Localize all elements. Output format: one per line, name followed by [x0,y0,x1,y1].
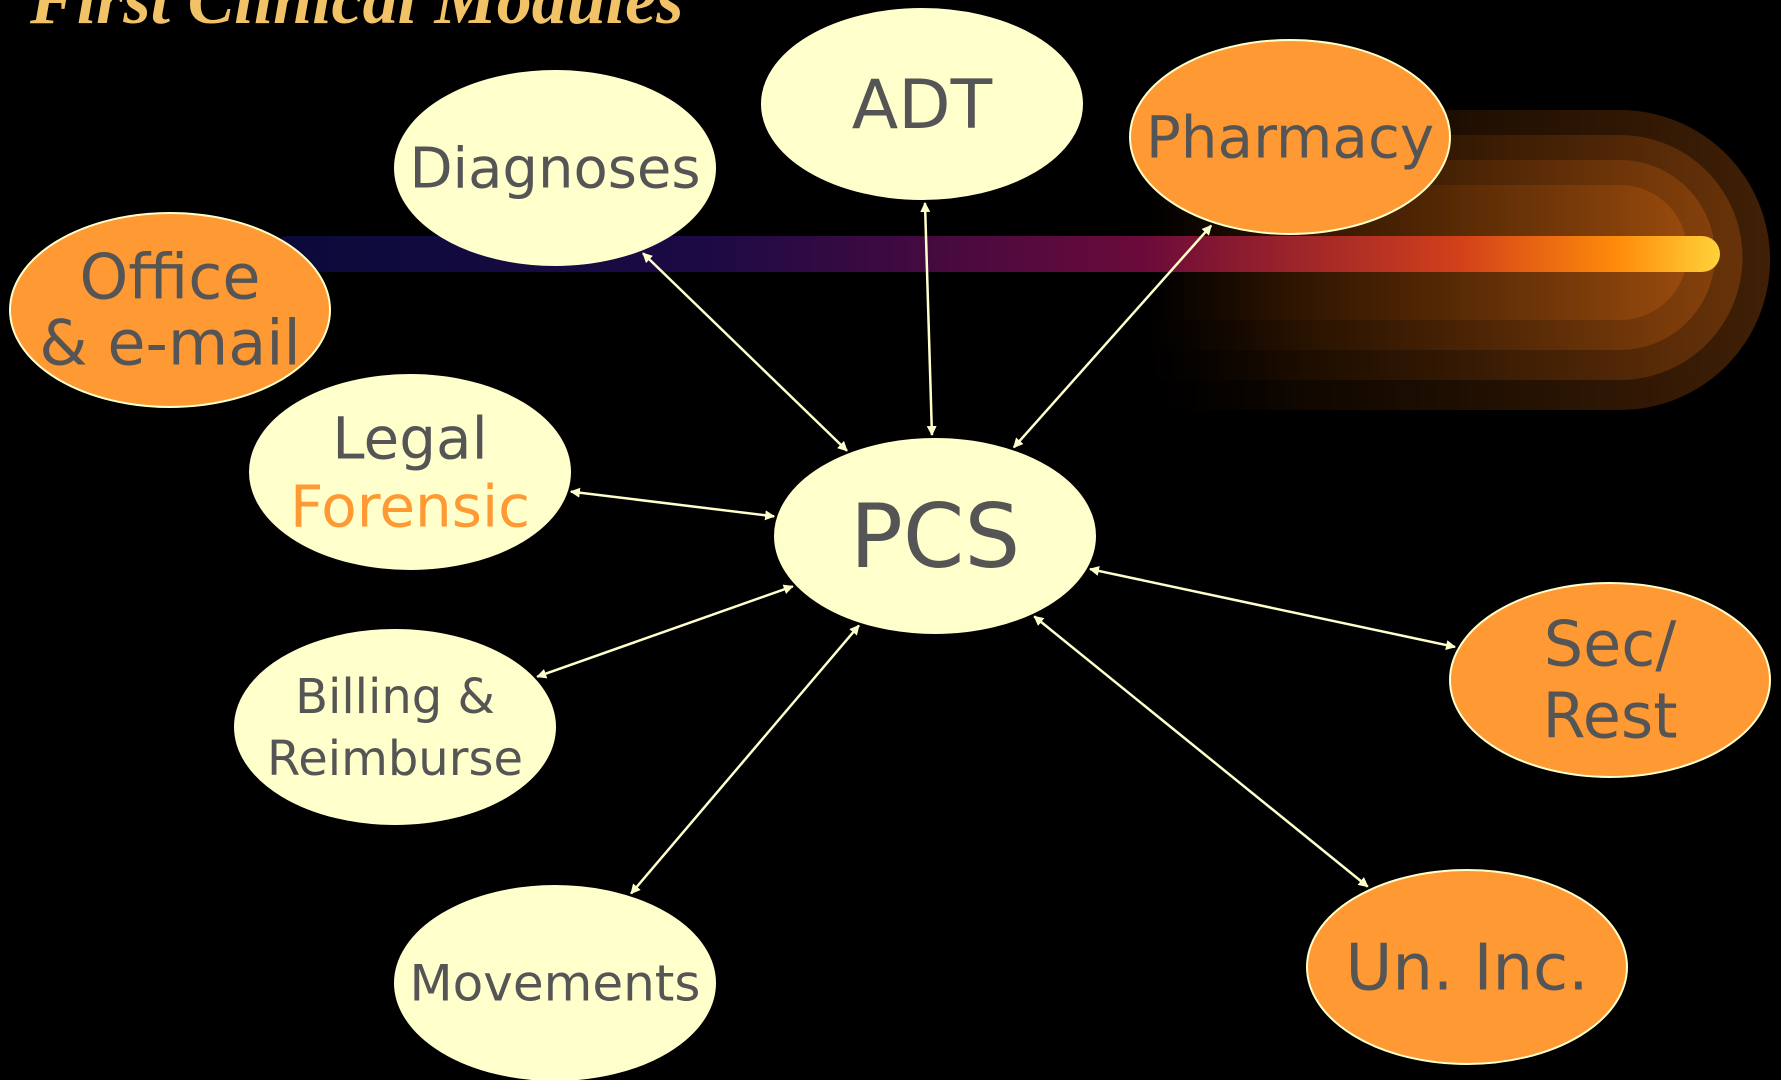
module-node-movements: Movements [394,885,716,1080]
connector-pcs-billing [536,584,794,679]
node-label-pharmacy-0: Pharmacy [1146,103,1434,171]
connector-pcs-sec [1088,566,1457,650]
node-label-billing-1: Reimburse [267,731,523,787]
node-ellipse-unique [1306,869,1628,1065]
connector-pcs-legal [569,487,776,521]
node-ellipse-legal [249,374,571,570]
node-ellipse-adt [761,8,1083,200]
node-label-office-1: & e-mail [39,307,300,380]
node-label-sec-0: Sec/ [1544,608,1677,681]
node-ellipse-sec [1449,582,1771,778]
node-ellipse-office [9,212,331,408]
module-node-office: Office& e-mail [9,212,331,408]
node-ellipse-movements [394,885,716,1080]
connector-pcs-adt [920,201,937,437]
hub-node-pcs: PCS [774,438,1096,634]
node-label-diagnoses-0: Diagnoses [409,137,700,202]
node-ellipse-billing [234,629,556,825]
node-label-billing-0: Billing & [295,669,495,725]
node-label-sec-1: Rest [1542,680,1677,753]
node-ellipse-pharmacy [1129,39,1451,235]
connector-pcs-diagnoses [642,252,848,452]
node-label-office-0: Office [80,241,261,314]
module-node-unique: Un. Inc. [1306,869,1628,1065]
module-node-adt: ADT [761,8,1083,200]
module-node-pharmacy: Pharmacy [1129,39,1451,235]
module-node-billing: Billing & Reimburse [234,629,556,825]
connector-layer [536,201,1457,895]
module-node-diagnoses: Diagnoses [394,70,716,266]
connector-pcs-unique [1033,615,1369,888]
node-ellipse-diagnoses [394,70,716,266]
connector-pcs-pharmacy [1012,224,1213,449]
node-label-adt-0: ADT [852,66,993,145]
node-ellipse-pcs [774,438,1096,634]
node-label-legal-0: Legal [332,404,487,472]
slide-title: First Clinical Modules [30,0,684,39]
node-label-legal-1: Forensic [290,472,530,540]
node-label-movements-0: Movements [410,955,701,1013]
module-node-sec: Sec/Rest [1449,582,1771,778]
node-label-pcs-0: PCS [850,485,1020,588]
connector-pcs-movements [630,624,860,895]
node-label-unique-0: Un. Inc. [1345,931,1588,1005]
